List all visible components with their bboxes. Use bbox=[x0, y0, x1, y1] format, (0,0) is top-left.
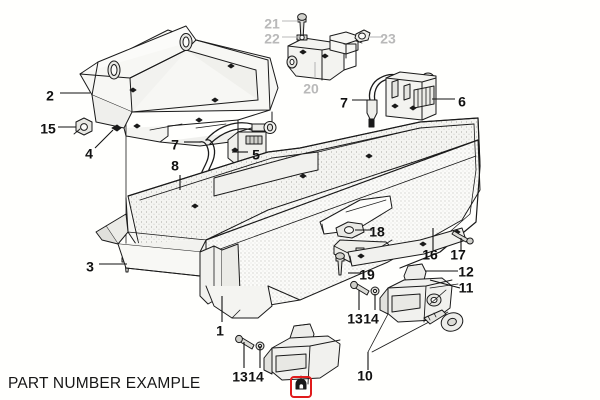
callout-number-18: 18 bbox=[369, 224, 385, 240]
callout-number-8: 8 bbox=[171, 158, 179, 174]
callout-number-7b: 7 bbox=[340, 95, 348, 111]
callout-number-6: 6 bbox=[458, 94, 466, 110]
part-screw-13b bbox=[235, 334, 255, 350]
callout-number-20: 20 bbox=[303, 81, 319, 97]
part-relay-bracket bbox=[385, 71, 437, 121]
part-cable-clip bbox=[354, 29, 371, 44]
part-screw-striker bbox=[335, 252, 345, 276]
callout-number-11: 11 bbox=[459, 280, 474, 296]
callout-number-1: 1 bbox=[216, 323, 224, 339]
part-washer-module bbox=[296, 34, 308, 41]
callout-leader-11 bbox=[429, 279, 461, 289]
callout-number-13: 13 bbox=[347, 311, 363, 327]
part-screw-rail bbox=[451, 230, 474, 245]
part-clip-nut bbox=[73, 117, 93, 136]
callout-number-5: 5 bbox=[252, 147, 260, 163]
callout-number-21: 21 bbox=[264, 16, 280, 32]
part-lock-cylinder-assembly bbox=[367, 263, 453, 353]
callout-number-23: 23 bbox=[380, 31, 396, 47]
part-lock-and-key-set bbox=[423, 283, 464, 332]
callout-number-7: 7 bbox=[171, 137, 179, 153]
caption-label: PART NUMBER EXAMPLE bbox=[8, 375, 201, 392]
callout-leader-4 bbox=[94, 129, 114, 149]
callout-number-22: 22 bbox=[264, 31, 280, 47]
part-control-module bbox=[286, 31, 359, 81]
callout-number-14b: 14 bbox=[248, 369, 264, 385]
callout-number-3: 3 bbox=[86, 259, 94, 275]
part-washer-14 bbox=[370, 286, 380, 296]
callout-number-17: 17 bbox=[450, 247, 466, 263]
callout-number-16: 16 bbox=[422, 247, 438, 263]
callout-number-2: 2 bbox=[46, 88, 54, 104]
callout-number-12: 12 bbox=[458, 264, 474, 280]
callout-number-10: 10 bbox=[357, 368, 373, 384]
callout-number-15: 15 bbox=[40, 121, 56, 137]
callout-number-19: 19 bbox=[359, 267, 375, 283]
callout-number-13b: 13 bbox=[232, 369, 248, 385]
part-handle-assembly bbox=[263, 323, 341, 390]
part-screw-13 bbox=[350, 280, 370, 296]
callout-number-14: 14 bbox=[363, 311, 379, 327]
callout-number-4: 4 bbox=[85, 146, 93, 162]
part-glove-box-frame-bracket bbox=[79, 25, 279, 147]
